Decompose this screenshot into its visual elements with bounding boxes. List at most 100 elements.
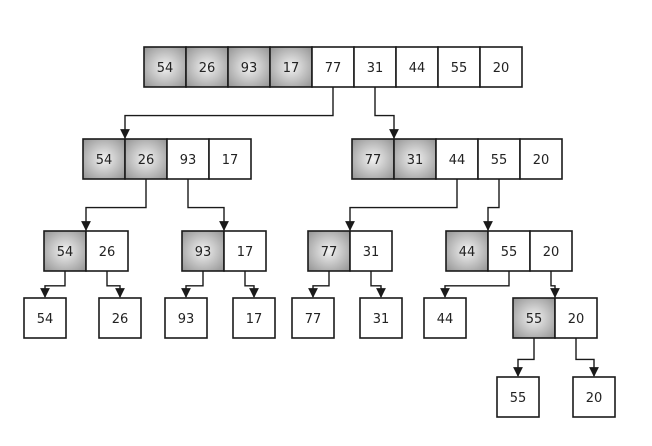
cell — [98, 297, 142, 339]
shaded-cell — [143, 46, 187, 88]
split-arrow — [308, 271, 330, 298]
sublist-3-5: 31 — [359, 297, 403, 339]
shaded-cell — [307, 230, 351, 272]
sublist-0-0: 54 26 93 17 77 31 44 55 20 — [143, 46, 523, 88]
sublist-3-3: 17 — [232, 297, 276, 339]
cell — [496, 376, 540, 418]
cell-value: 54 — [37, 312, 54, 327]
split-arrow — [513, 338, 535, 377]
sublist-3-2: 93 — [164, 297, 208, 339]
split-arrow — [187, 179, 229, 231]
cell-value: 55 — [491, 153, 508, 168]
cell-value: 54 — [96, 153, 113, 168]
cell-value: 54 — [157, 61, 174, 76]
cell — [311, 46, 355, 88]
cell — [359, 297, 403, 339]
split-arrow — [345, 179, 458, 231]
cell-value: 93 — [180, 153, 197, 168]
cell-value: 31 — [407, 153, 424, 168]
cell-value: 77 — [305, 312, 322, 327]
split-arrow — [40, 271, 66, 298]
cell-value: 55 — [510, 391, 527, 406]
cell — [435, 138, 479, 180]
split-arrow — [81, 179, 147, 231]
cell-value: 20 — [586, 391, 603, 406]
cell-value: 17 — [237, 245, 254, 260]
cell-value: 31 — [373, 312, 390, 327]
cell — [223, 230, 267, 272]
cell — [232, 297, 276, 339]
sublist-1-0: 54 26 93 17 — [82, 138, 252, 180]
cell — [554, 297, 598, 339]
shaded-cell — [124, 138, 168, 180]
cell — [423, 297, 467, 339]
cell-value: 93 — [195, 245, 212, 260]
cell — [395, 46, 439, 88]
cell — [349, 230, 393, 272]
cell-value: 31 — [367, 61, 384, 76]
edge-layer — [40, 87, 599, 377]
cell-value: 44 — [409, 61, 426, 76]
cell — [487, 230, 531, 272]
split-arrow — [550, 271, 560, 298]
sublist-3-6: 44 — [423, 297, 467, 339]
cell — [291, 297, 335, 339]
cell-value: 55 — [501, 245, 518, 260]
shaded-cell — [43, 230, 87, 272]
sublist-4-1: 20 — [572, 376, 616, 418]
cell-value: 93 — [178, 312, 195, 327]
cell-value: 44 — [437, 312, 454, 327]
cell — [437, 46, 481, 88]
shaded-cell — [227, 46, 271, 88]
cell — [519, 138, 563, 180]
split-arrow — [440, 271, 510, 298]
cell-value: 44 — [459, 245, 476, 260]
split-arrow — [575, 338, 599, 377]
cell — [208, 138, 252, 180]
cell-value: 93 — [241, 61, 258, 76]
cell-value: 20 — [568, 312, 585, 327]
sublist-3-7: 55 20 — [512, 297, 598, 339]
cell-value: 17 — [283, 61, 300, 76]
sublist-2-3: 44 55 20 — [445, 230, 573, 272]
split-arrow — [374, 87, 399, 139]
cell-value: 20 — [543, 245, 560, 260]
split-arrow — [244, 271, 259, 298]
cell — [85, 230, 129, 272]
cell-value: 55 — [526, 312, 543, 327]
cell-value: 20 — [533, 153, 550, 168]
cell-value: 26 — [199, 61, 216, 76]
cell-value: 77 — [321, 245, 338, 260]
sublist-4-0: 55 — [496, 376, 540, 418]
sublist-2-1: 93 17 — [181, 230, 267, 272]
cell — [572, 376, 616, 418]
split-arrow — [370, 271, 386, 298]
cell — [23, 297, 67, 339]
cell-value: 77 — [365, 153, 382, 168]
cell — [166, 138, 210, 180]
shaded-cell — [82, 138, 126, 180]
cell-value: 55 — [451, 61, 468, 76]
cell-value: 26 — [138, 153, 155, 168]
cell-value: 20 — [493, 61, 510, 76]
cell-value: 17 — [246, 312, 263, 327]
split-arrow — [120, 87, 334, 139]
shaded-cell — [181, 230, 225, 272]
sublist-3-0: 54 — [23, 297, 67, 339]
cell-value: 17 — [222, 153, 239, 168]
sublist-3-1: 26 — [98, 297, 142, 339]
cell — [529, 230, 573, 272]
shaded-cell — [351, 138, 395, 180]
cell-value: 54 — [57, 245, 74, 260]
split-arrow — [483, 179, 500, 231]
split-arrow — [106, 271, 125, 298]
shaded-cell — [393, 138, 437, 180]
cell-value: 26 — [112, 312, 129, 327]
cell-value: 77 — [325, 61, 342, 76]
shaded-cell — [185, 46, 229, 88]
